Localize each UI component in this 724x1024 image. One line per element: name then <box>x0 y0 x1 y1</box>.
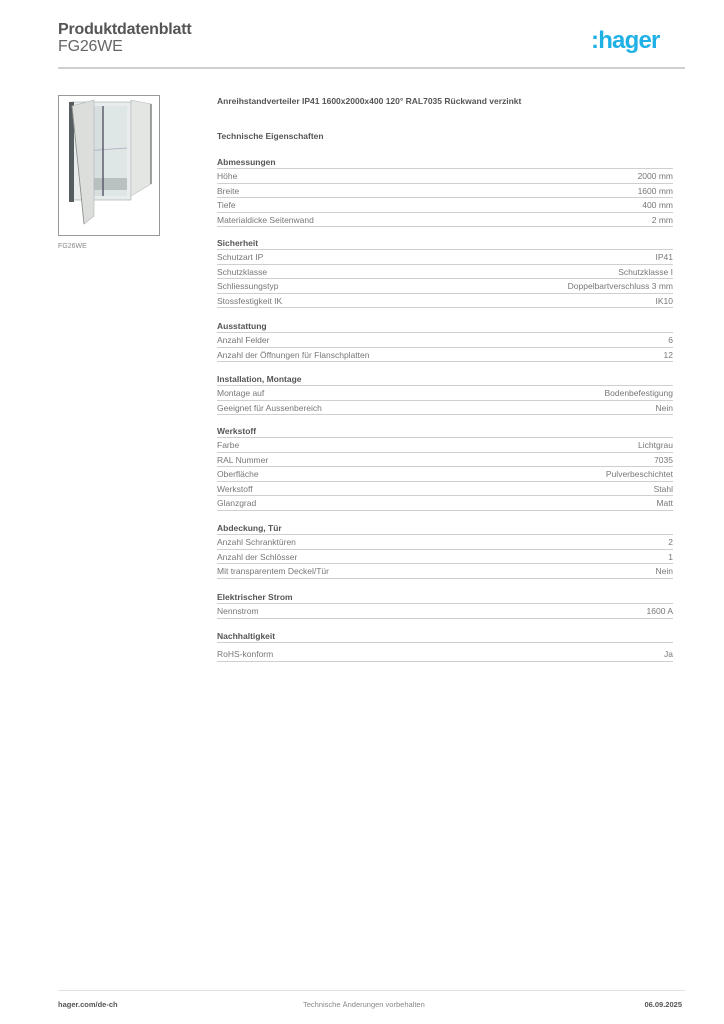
product-image <box>58 95 160 236</box>
spec-value: 400 mm <box>642 200 673 210</box>
spec-label: Höhe <box>217 171 238 181</box>
spec-value: Ja <box>664 649 673 659</box>
spec-label: Oberfläche <box>217 469 259 479</box>
section-title: Elektrischer Strom <box>217 591 673 604</box>
spec-label: Schutzklasse <box>217 266 268 277</box>
spec-row: Anzahl der Schlösser 1 <box>217 550 673 564</box>
footer-divider <box>58 990 685 991</box>
spec-label: RAL Nummer <box>217 454 269 465</box>
distribution-cabinet-image-icon <box>69 99 152 225</box>
spec-row: Oberfläche Pulverbeschichtet <box>217 467 673 482</box>
spec-value: IP41 <box>655 252 674 262</box>
spec-label: Mit transparentem Deckel/Tür <box>217 566 329 576</box>
spec-value: Lichtgrau <box>638 440 673 450</box>
spec-value: 2 <box>668 537 673 547</box>
spec-row: Anzahl Felder 6 <box>217 333 673 348</box>
spec-value: 2 mm <box>651 214 673 225</box>
hager-logo: :hager <box>591 27 660 54</box>
spec-row: Schutzklasse Schutzklasse I <box>217 265 673 279</box>
spec-label: Schutzart IP <box>217 252 264 262</box>
spec-value: Bodenbefestigung <box>604 388 673 398</box>
spec-row: Geeignet für Aussenbereich Nein <box>217 401 673 415</box>
footer-website-link[interactable]: hager.com/de-ch <box>58 1000 118 1009</box>
footer-disclaimer: Technische Änderungen vorbehalten <box>303 1000 425 1009</box>
spec-row: Breite 1600 mm <box>217 184 673 198</box>
section-title: Werkstoff <box>217 425 673 438</box>
section-abdeckung-tuer: Abdeckung, Tür Anzahl Schranktüren 2 Anza… <box>217 522 673 579</box>
spec-label: Nennstrom <box>217 606 259 616</box>
section-sicherheit: Sicherheit Schutzart IP IP41 Schutzklasse… <box>217 237 673 308</box>
product-description: Anreihstandverteiler IP41 1600x2000x400 … <box>217 96 522 106</box>
spec-label: Glanzgrad <box>217 498 257 508</box>
spec-label: Anzahl der Öffnungen für Flanschplatten <box>217 349 370 360</box>
product-image-caption: FG26WE <box>58 243 87 250</box>
section-elektrischer-strom: Elektrischer Strom Nennstrom 1600 A <box>217 591 673 619</box>
section-nachhaltigkeit: Nachhaltigkeit RoHS-konform Ja <box>217 630 673 662</box>
section-abmessungen: Abmessungen Höhe 2000 mm Breite 1600 mm Ti… <box>217 156 673 227</box>
section-title: Abmessungen <box>217 156 673 169</box>
spec-value: IK10 <box>655 295 674 306</box>
spec-row: Nennstrom 1600 A <box>217 604 673 619</box>
spec-row: Tiefe 400 mm <box>217 198 673 213</box>
section-title: Abdeckung, Tür <box>217 522 673 535</box>
section-title: Sicherheit <box>217 237 673 250</box>
spec-label: Werkstoff <box>217 483 253 494</box>
spec-label: Breite <box>217 185 240 196</box>
spec-value: 1600 A <box>646 606 673 616</box>
spec-label: Anzahl Felder <box>217 335 270 345</box>
spec-label: Anzahl der Schlösser <box>217 551 298 562</box>
spec-label: Schliessungstyp <box>217 281 279 291</box>
spec-row: Glanzgrad Matt <box>217 496 673 511</box>
spec-value: Schutzklasse I <box>618 266 673 277</box>
spec-value: Nein <box>655 566 673 576</box>
spec-label: Tiefe <box>217 200 236 210</box>
spec-value: Doppelbartverschluss 3 mm <box>567 281 673 291</box>
spec-value: 12 <box>663 349 673 360</box>
spec-label: Geeignet für Aussenbereich <box>217 402 322 413</box>
spec-row: Schliessungstyp Doppelbartverschluss 3 mm <box>217 279 673 294</box>
spec-label: Materialdicke Seitenwand <box>217 214 314 225</box>
section-installation-montage: Installation, Montage Montage auf Bodenbe… <box>217 373 673 415</box>
spec-value: Matt <box>656 498 673 508</box>
spec-value: 6 <box>668 335 673 345</box>
spec-row: Farbe Lichtgrau <box>217 438 673 453</box>
header-divider <box>58 67 685 69</box>
spec-row: Anzahl Schranktüren 2 <box>217 535 673 550</box>
spec-row: Mit transparentem Deckel/Tür Nein <box>217 564 673 579</box>
spec-row: Anzahl der Öffnungen für Flanschplatten 1… <box>217 348 673 362</box>
spec-row: Werkstoff Stahl <box>217 482 673 496</box>
spec-label: Farbe <box>217 440 240 450</box>
spec-value: Nein <box>655 402 673 413</box>
footer-date: 06.09.2025 <box>644 1000 682 1009</box>
section-title: Ausstattung <box>217 320 673 333</box>
section-title: Installation, Montage <box>217 373 673 386</box>
spec-value: Pulverbeschichtet <box>605 469 673 479</box>
spec-label: Anzahl Schranktüren <box>217 537 296 547</box>
spec-row: RAL Nummer 7035 <box>217 453 673 467</box>
technical-properties-heading: Technische Eigenschaften <box>217 131 324 141</box>
spec-row: Höhe 2000 mm <box>217 169 673 184</box>
page-title: Produktdatenblatt <box>58 21 192 38</box>
spec-row: Materialdicke Seitenwand 2 mm <box>217 213 673 227</box>
spec-label: Montage auf <box>217 388 265 398</box>
product-code: FG26WE <box>58 38 123 55</box>
spec-value: 2000 mm <box>637 171 673 181</box>
spec-row: Stossfestigkeit IK IK10 <box>217 294 674 308</box>
spec-value: Stahl <box>653 483 673 494</box>
spec-label: RoHS-konform <box>217 649 274 659</box>
section-ausstattung: Ausstattung Anzahl Felder 6 Anzahl der Öf… <box>217 320 673 362</box>
section-title: Nachhaltigkeit <box>217 630 673 643</box>
spec-value: 7035 <box>654 454 673 465</box>
spec-value: 1600 mm <box>637 185 673 196</box>
spec-row: Montage auf Bodenbefestigung <box>217 386 673 401</box>
spec-label: Stossfestigkeit IK <box>217 295 283 306</box>
spec-row: RoHS-konform Ja <box>217 647 673 662</box>
spec-row: Schutzart IP IP41 <box>217 250 673 265</box>
spec-value: 1 <box>668 551 673 562</box>
